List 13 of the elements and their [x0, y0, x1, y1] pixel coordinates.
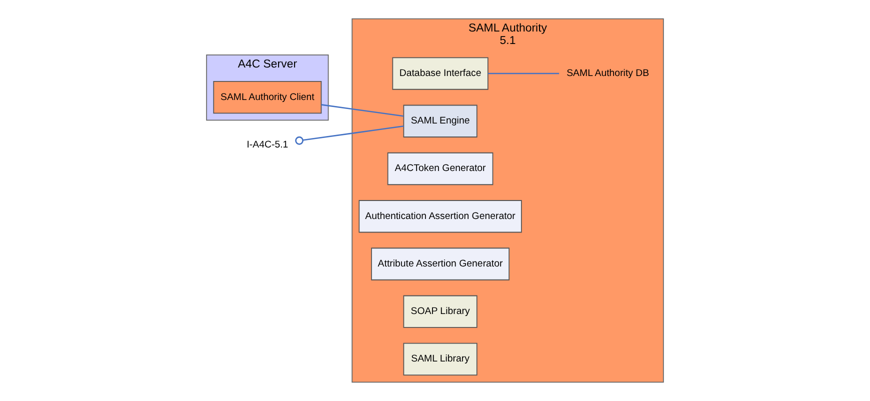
connector [488, 72, 560, 74]
node-text: I-A4C-5.1 [246, 139, 288, 150]
connector [295, 125, 404, 145]
node-box: SAML Library [403, 342, 478, 376]
connector [321, 104, 404, 117]
node-text: SAML Authority DB [566, 68, 650, 79]
node-box: SOAP Library [403, 295, 478, 328]
node-box: Database Interface [392, 57, 488, 90]
node-box: Attribute Assertion Generator [371, 248, 510, 280]
node-box: SAML Authority Client [213, 81, 322, 114]
node-box: A4CToken Generator [387, 152, 494, 186]
node-box: SAML Engine [403, 104, 478, 138]
node-box: Authentication Assertion Generator [358, 200, 522, 233]
